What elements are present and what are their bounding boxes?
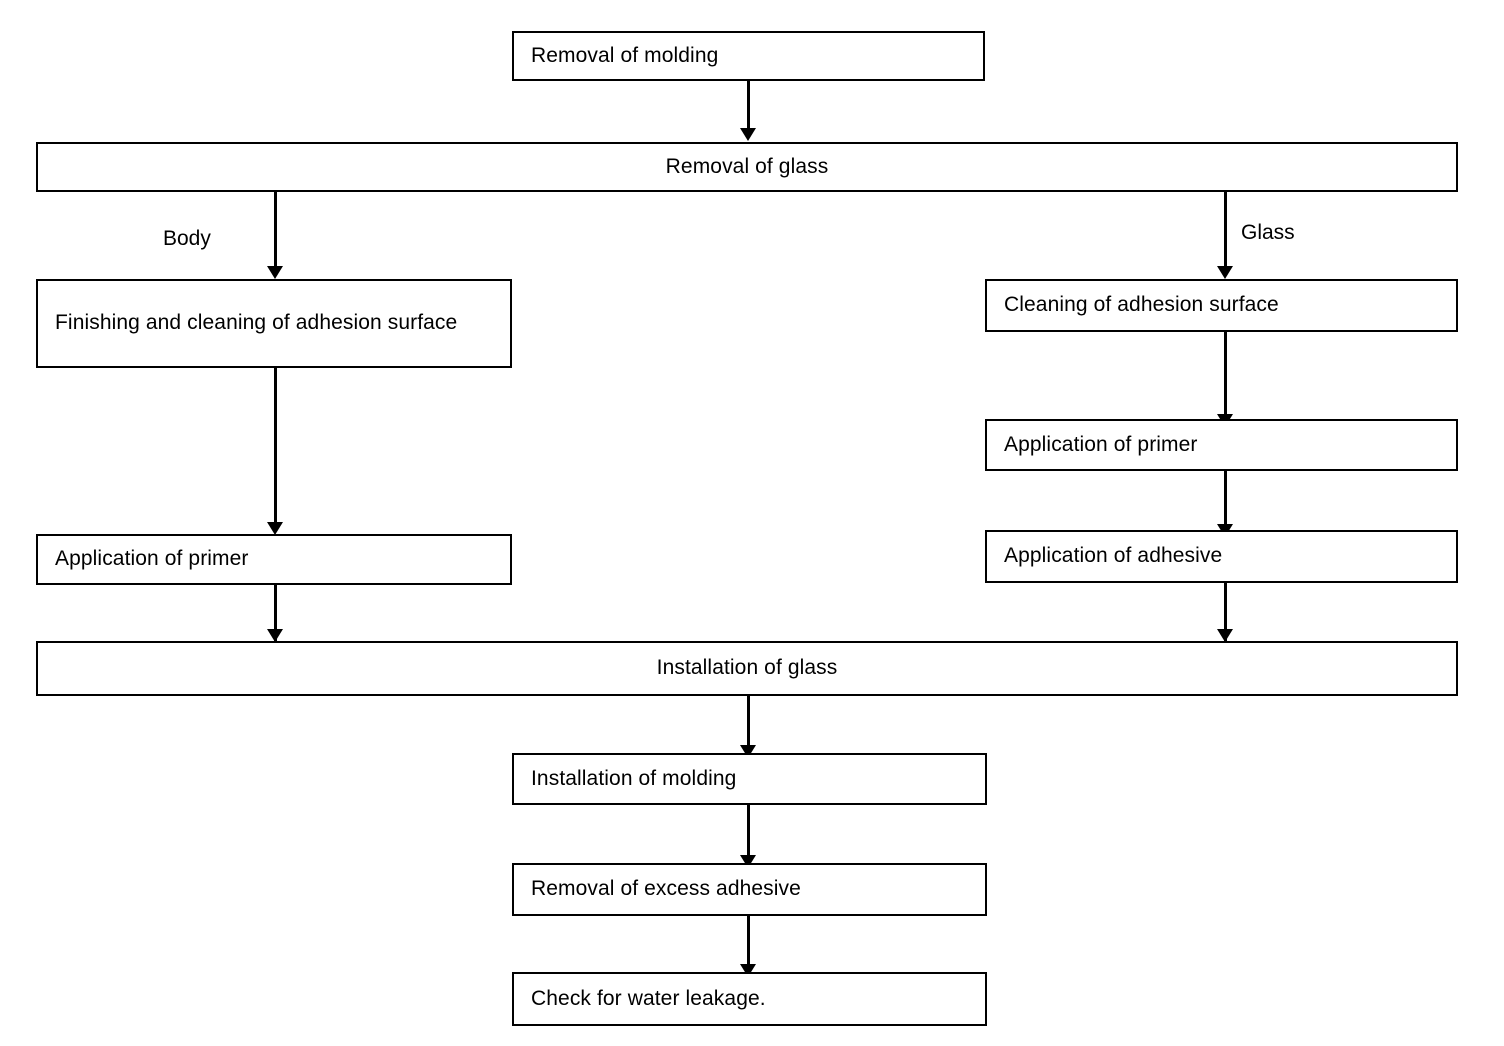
node-label: Finishing and cleaning of adhesion surfa… (55, 311, 458, 335)
connector-cleaning-to-glass-primer (1224, 332, 1227, 417)
connector-molding-to-glass (747, 81, 750, 129)
node-label: Installation of glass (656, 656, 838, 680)
branch-label-glass: Glass (1241, 221, 1295, 244)
arrow-head-icon (1217, 629, 1233, 642)
arrow-head-icon (267, 629, 283, 642)
connector-glass-to-glass-branch (1224, 192, 1227, 269)
arrow-head-icon (1217, 266, 1233, 279)
node-glass-application-of-primer: Application of primer (985, 419, 1458, 471)
node-body-application-of-primer: Application of primer (36, 534, 512, 585)
connector-body-primer-to-installation (274, 585, 277, 642)
node-label: Removal of molding (531, 43, 719, 67)
arrow-head-icon (267, 266, 283, 279)
node-label: Removal of excess adhesive (531, 877, 801, 901)
connector-glass-primer-to-adhesive (1224, 471, 1227, 527)
node-cleaning-of-adhesion-surface: Cleaning of adhesion surface (985, 279, 1458, 332)
node-finishing-cleaning: Finishing and cleaning of adhesion surfa… (36, 279, 512, 368)
connector-finishing-to-body-primer (274, 368, 277, 525)
node-removal-of-glass: Removal of glass (36, 142, 1458, 192)
node-application-of-adhesive: Application of adhesive (985, 530, 1458, 583)
node-label: Removal of glass (665, 154, 829, 178)
node-label: Check for water leakage. (531, 986, 766, 1010)
connector-molding-to-excess-adhesive (747, 805, 750, 858)
node-installation-of-glass: Installation of glass (36, 641, 1458, 696)
arrow-head-icon (740, 128, 756, 141)
arrow-head-icon (267, 522, 283, 535)
node-label: Application of primer (55, 547, 249, 571)
node-label: Cleaning of adhesion surface (1004, 293, 1279, 317)
connector-glass-to-body-branch (274, 192, 277, 269)
node-label: Installation of molding (531, 766, 737, 790)
node-check-for-water-leakage: Check for water leakage. (512, 972, 987, 1026)
connector-adhesive-to-installation (1224, 583, 1227, 642)
branch-label-body: Body (163, 227, 211, 250)
node-removal-of-molding: Removal of molding (512, 31, 985, 81)
connector-installation-to-molding (747, 696, 750, 749)
node-label: Application of primer (1004, 432, 1198, 456)
connector-excess-adhesive-to-check (747, 916, 750, 968)
node-removal-of-excess-adhesive: Removal of excess adhesive (512, 863, 987, 916)
node-label: Application of adhesive (1004, 544, 1223, 568)
node-installation-of-molding: Installation of molding (512, 753, 987, 805)
